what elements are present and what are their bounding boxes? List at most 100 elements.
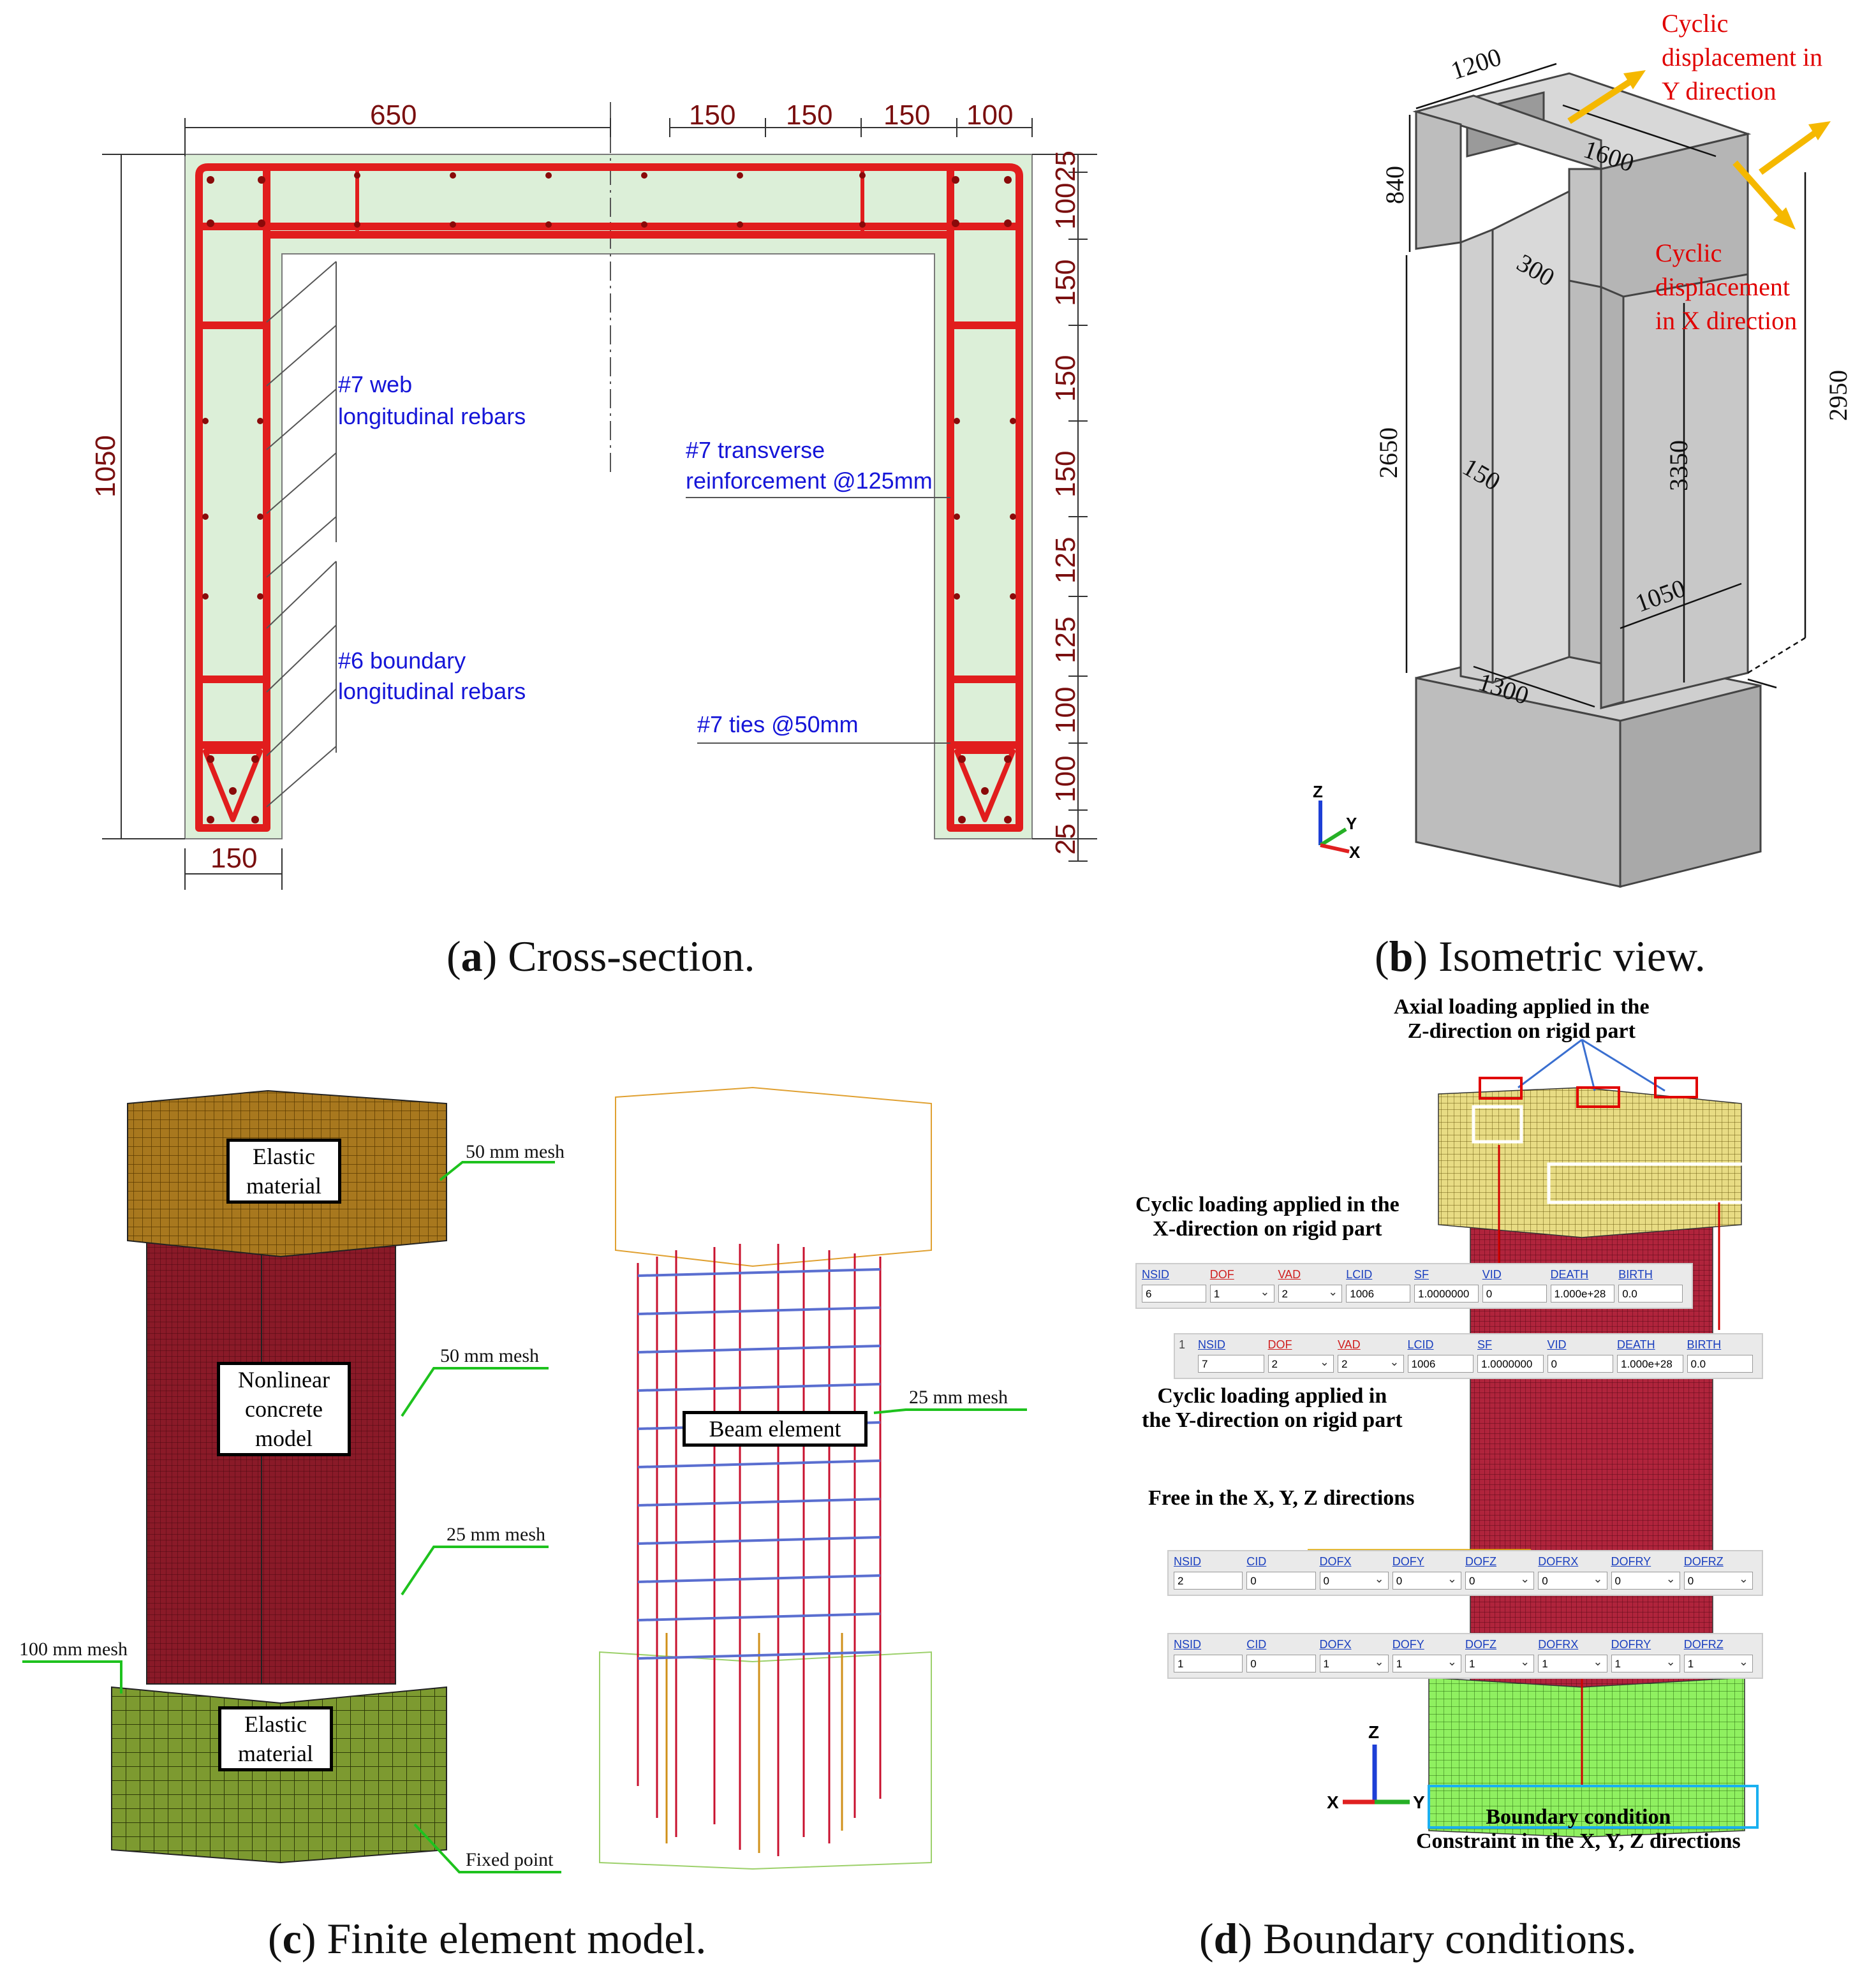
table-header-dofz[interactable]: DOFZ [1465, 1638, 1496, 1651]
table-header-vad[interactable]: VAD [1338, 1338, 1361, 1351]
panel-cross-section: 650 150 150 150 100 1050 150 25 100 150 … [0, 0, 1123, 995]
dim-150-bottom: 150 [210, 843, 257, 874]
table-field-nsid[interactable]: 2 [1174, 1572, 1243, 1590]
table-field-vid[interactable]: 0 [1482, 1285, 1547, 1303]
rebar-labels: #7 web longitudinal rebars #7 transverse… [338, 371, 933, 737]
dim-150-r3: 150 [1050, 451, 1081, 498]
table-field-nsid[interactable]: 1 [1174, 1655, 1243, 1672]
table-header-vid[interactable]: VID [1482, 1268, 1502, 1281]
table-field-vad[interactable]: 2 [1278, 1283, 1343, 1303]
table-header-nsid[interactable]: NSID [1174, 1638, 1202, 1651]
table-header-nsid[interactable]: NSID [1198, 1338, 1226, 1351]
table-header-dofx[interactable]: DOFX [1319, 1638, 1352, 1651]
note-x-3: in X direction [1655, 306, 1797, 335]
table-field-cid[interactable]: 0 [1246, 1655, 1316, 1672]
table-header-lcid[interactable]: LCID [1346, 1268, 1373, 1281]
dim-100-1: 100 [1050, 183, 1081, 230]
table-field-dofx[interactable]: 1 [1319, 1653, 1389, 1672]
table-field-dofy[interactable]: 0 [1392, 1570, 1461, 1590]
spc-table-free: NSID2CID0DOFX0DOFY0DOFZ0DOFRX0DOFRY0DOFR… [1167, 1550, 1763, 1596]
table-header-dof[interactable]: DOF [1267, 1338, 1292, 1351]
table-header-sf[interactable]: SF [1414, 1268, 1429, 1281]
axis-y-d: Y [1413, 1792, 1425, 1812]
table-field-sf[interactable]: 1.0000000 [1477, 1355, 1544, 1373]
table-header-lcid[interactable]: LCID [1407, 1338, 1434, 1351]
dim-2650: 2650 [1374, 427, 1403, 478]
table-header-nsid[interactable]: NSID [1174, 1555, 1202, 1568]
table-field-cid[interactable]: 0 [1246, 1572, 1316, 1590]
table-header-dofrx[interactable]: DOFRX [1538, 1555, 1579, 1568]
table-header-dofry[interactable]: DOFRY [1611, 1555, 1651, 1568]
label-transverse-1: #7 transverse [686, 437, 825, 463]
table-field-dofz[interactable]: 0 [1465, 1570, 1535, 1590]
table-field-vid[interactable]: 0 [1547, 1355, 1613, 1373]
box-beam-element: Beam element [683, 1411, 868, 1447]
axis-x-d: X [1327, 1792, 1339, 1812]
dim-150-1: 150 [689, 100, 735, 131]
table-field-dof[interactable]: 1 [1209, 1283, 1274, 1303]
dim-150-r2: 150 [1050, 355, 1081, 402]
table-header-dofz[interactable]: DOFZ [1465, 1555, 1496, 1568]
label-transverse-2: reinforcement @125mm [686, 468, 933, 494]
table-field-dofrx[interactable]: 0 [1538, 1570, 1607, 1590]
solid-model [111, 1089, 447, 1864]
table-header-dofrz[interactable]: DOFRZ [1683, 1555, 1724, 1568]
table-header-sf[interactable]: SF [1477, 1338, 1493, 1351]
table-field-dofy[interactable]: 1 [1392, 1653, 1461, 1672]
dim-100-top: 100 [966, 100, 1013, 131]
rebar-wireframe [599, 1086, 932, 1870]
mesh-leaders [22, 1161, 1027, 1873]
table-field-vad[interactable]: 2 [1338, 1353, 1404, 1373]
table-header-dof[interactable]: DOF [1209, 1268, 1234, 1281]
table-field-dofz[interactable]: 1 [1465, 1653, 1535, 1672]
caption-b: (b) Isometric view. [1375, 932, 1706, 980]
table-field-dofrz[interactable]: 1 [1683, 1653, 1753, 1672]
label-mesh50-top: 50 mm mesh [466, 1141, 565, 1162]
table-field-dofry[interactable]: 1 [1611, 1653, 1680, 1672]
dimension-texts: 650 150 150 150 100 1050 150 25 100 150 … [90, 100, 1081, 874]
table-field-dofrz[interactable]: 0 [1683, 1570, 1753, 1590]
table-field-dofx[interactable]: 0 [1319, 1570, 1389, 1590]
caption-c: (c) Finite element model. [268, 1914, 707, 1963]
label-mesh25-rebar: 25 mm mesh [909, 1387, 1008, 1408]
table-field-death[interactable]: 1.000e+28 [1550, 1285, 1615, 1303]
table-field-nsid[interactable]: 7 [1198, 1355, 1264, 1373]
table-header-birth[interactable]: BIRTH [1687, 1338, 1722, 1351]
wall-body [1459, 189, 1749, 709]
table-header-cid[interactable]: CID [1246, 1555, 1267, 1568]
table-header-dofy[interactable]: DOFY [1392, 1555, 1424, 1568]
table-field-birth[interactable]: 0.0 [1618, 1285, 1683, 1303]
spc-table-fixed: NSID1CID0DOFX1DOFY1DOFZ1DOFRX1DOFRY1DOFR… [1167, 1633, 1763, 1679]
table-field-dofrx[interactable]: 1 [1538, 1653, 1607, 1672]
table-header-dofrz[interactable]: DOFRZ [1683, 1638, 1724, 1651]
panel-isometric: 1200 1600 840 300 2650 150 3350 2950 105… [1301, 0, 1876, 995]
table-field-death[interactable]: 1.000e+28 [1617, 1355, 1683, 1373]
table-header-dofy[interactable]: DOFY [1392, 1638, 1424, 1651]
table-field-birth[interactable]: 0.0 [1687, 1355, 1753, 1373]
table-header-dofry[interactable]: DOFRY [1611, 1638, 1651, 1651]
table-header-vid[interactable]: VID [1547, 1338, 1567, 1351]
table-field-lcid[interactable]: 1006 [1407, 1355, 1473, 1373]
table-header-birth[interactable]: BIRTH [1618, 1268, 1653, 1281]
table-field-nsid[interactable]: 6 [1142, 1285, 1206, 1303]
red-boxes [1479, 1077, 1698, 1108]
boundary-drawing: Z Y X [1308, 1038, 1759, 1838]
axis-z-d: Z [1368, 1722, 1379, 1742]
table-field-dof[interactable]: 2 [1267, 1353, 1334, 1373]
table-field-sf[interactable]: 1.0000000 [1414, 1285, 1479, 1303]
table-field-dofry[interactable]: 0 [1611, 1570, 1680, 1590]
table-field-lcid[interactable]: 1006 [1346, 1285, 1410, 1303]
table-header-nsid[interactable]: NSID [1142, 1268, 1170, 1281]
table-header-death[interactable]: DEATH [1617, 1338, 1655, 1351]
label-ties: #7 ties @50mm [697, 711, 859, 737]
caption-d: (d) Boundary conditions. [1199, 1914, 1637, 1963]
table-header-dofx[interactable]: DOFX [1319, 1555, 1352, 1568]
dim-25-top: 25 [1050, 151, 1081, 182]
table-header-cid[interactable]: CID [1246, 1638, 1267, 1651]
table-header-death[interactable]: DEATH [1550, 1268, 1589, 1281]
table-header-vad[interactable]: VAD [1278, 1268, 1301, 1281]
table-header-dofrx[interactable]: DOFRX [1538, 1638, 1579, 1651]
